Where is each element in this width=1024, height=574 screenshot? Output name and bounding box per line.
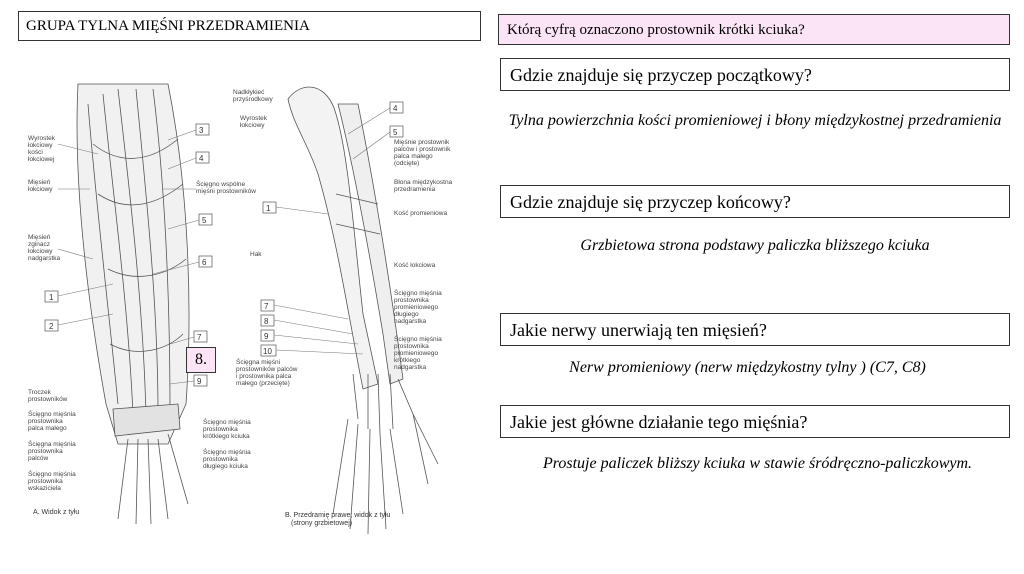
question-3: Jakie nerwy unerwiają ten mięsień?: [500, 313, 1010, 346]
caption-a: A. Widok z tyłu: [33, 509, 79, 516]
num-2-left: 2: [49, 322, 54, 331]
label-prostownika-1: prostownika: [28, 418, 63, 425]
num-3-left: 3: [199, 126, 204, 135]
highlighted-answer-box: 8.: [186, 347, 216, 373]
label-prostownika-r2: prostownika: [394, 343, 429, 350]
label-kosc-lokciowa: Kość łokciowa: [394, 262, 436, 269]
num-1-right: 1: [266, 204, 271, 213]
label-przedramienia: przedramienia: [394, 186, 436, 193]
forearm-figure: Wyrostek łokciowy kości łokciowej Mięsie…: [18, 44, 481, 560]
anatomy-illustration: Wyrostek łokciowy kości łokciowej Mięsie…: [18, 44, 481, 560]
main-question: Którą cyfrą oznaczono prostownik krótki …: [498, 14, 1010, 45]
num-10-right: 10: [263, 347, 272, 356]
label-promieniowego-r1: promieniowego: [394, 304, 438, 311]
label-nadklykiec: Nadkłykieć: [233, 89, 265, 96]
num-4-right: 4: [393, 104, 398, 113]
label-prostownika-r1: prostownika: [394, 297, 429, 304]
label-hak: Hak: [250, 251, 262, 258]
label-prostownikow-palcow: prostowników palców: [236, 366, 298, 373]
num-1-left: 1: [49, 293, 54, 302]
num-7-right: 7: [264, 302, 269, 311]
label-dlugiego-r1: długiego: [394, 311, 419, 318]
label-troczek: Troczek: [28, 389, 52, 396]
label-wyrostek-r: Wyrostek: [240, 115, 268, 122]
label-kosc-promieniowa: Kość promieniowa: [394, 210, 447, 217]
num-4-left: 4: [199, 154, 204, 163]
label-prostownika-d: prostownika: [203, 456, 238, 463]
label-lokciowy-r: łokciowy: [240, 122, 265, 129]
num-5-left: 5: [202, 216, 207, 225]
label-prostownika-2: prostownika: [28, 448, 63, 455]
label-przysrodkowy: przyśrodkowy: [233, 96, 273, 103]
caption-b1: B. Przedramię prawe; widok z tyłu: [285, 512, 391, 519]
answer-1: Tylna powierzchnia kości promieniowej i …: [505, 110, 1005, 132]
num-5-right: 5: [393, 128, 398, 137]
label-dlugiego-kciuka: długiego kciuka: [203, 463, 248, 470]
label-odciete: (odcięte): [394, 160, 419, 167]
label-nadgarstka-r1: nadgarstka: [394, 318, 427, 325]
label-miesien-2: Mięsień: [28, 234, 51, 241]
num-8-right: 8: [264, 317, 269, 326]
label-prostownika-3: prostownika: [28, 478, 63, 485]
label-lokciowy-2: łokciowy: [28, 186, 53, 193]
label-palcow-i: palców i prostownik: [394, 146, 451, 153]
num-9-right: 9: [264, 332, 269, 341]
label-prostownikow: prostowników: [28, 396, 68, 403]
left-labels: Wyrostek łokciowy kości łokciowej Mięsie…: [27, 135, 76, 492]
answer-3: Nerw promieniowy (nerw międzykostny tyln…: [505, 357, 990, 379]
label-blona: Błona międzykostna: [394, 179, 453, 186]
label-miesni-prostownikow: mięśni prostowników: [196, 188, 256, 195]
caption-b2: (strony grzbietowej): [291, 520, 352, 527]
label-sciegno-krotkiego: Ścięgno mięśnia: [203, 417, 251, 426]
label-palca-malego-r: palca małego: [394, 153, 433, 160]
label-miesien-1: Mięsień: [28, 179, 51, 186]
label-sciegno-1: Ścięgno mięśnia: [28, 409, 76, 418]
question-2: Gdzie znajduje się przyczep końcowy?: [500, 185, 1010, 218]
answer-4: Prostuje paliczek bliższy kciuka w stawi…: [535, 453, 980, 475]
label-prostownika-k: prostownika: [203, 426, 238, 433]
label-sciegno-r2: Ścięgno mięśnia: [394, 334, 442, 343]
answer-2: Grzbietowa strona podstawy paliczka bliż…: [505, 235, 1005, 257]
label-miesnie-prostownik: Mięśnie prostownik: [394, 139, 450, 146]
label-malego-przeciete: małego (przecięte): [236, 380, 290, 387]
label-lokciowej: łokciowej: [28, 156, 54, 163]
num-6-left: 6: [202, 258, 207, 267]
label-wskaziciela: wskaziciela: [27, 485, 61, 492]
label-lokciowy-3: łokciowy: [28, 248, 53, 255]
label-wyrostek: Wyrostek: [28, 135, 56, 142]
num-9-left: 9: [197, 377, 202, 386]
label-sciegno-wspolne: Ścięgno wspólne: [196, 179, 246, 188]
label-zginacz: zginacz: [28, 241, 50, 248]
question-4: Jakie jest główne działanie tego mięśnia…: [500, 405, 1010, 438]
label-sciegna: Ścięgna mięśnia: [28, 439, 76, 448]
slide-title: GRUPA TYLNA MIĘŚNI PRZEDRAMIENIA: [18, 11, 481, 41]
question-1: Gdzie znajduje się przyczep początkowy?: [500, 58, 1010, 91]
label-krotkiego-kciuka: krótkiego kciuka: [203, 433, 250, 440]
label-sciegno-dlugiego: Ścięgno mięśnia: [203, 447, 251, 456]
label-nadgarstka: nadgarstka: [28, 255, 61, 262]
label-lokciowy: łokciowy: [28, 142, 53, 149]
num-7-left: 7: [197, 333, 202, 342]
label-palca-malego: palca małego: [28, 425, 67, 432]
label-sciegna-miesni: Ścięgna mięśni: [236, 357, 280, 366]
label-sciegno-2: Ścięgno mięśnia: [28, 469, 76, 478]
forearm-posterior-view: [77, 84, 189, 524]
label-sciegno-r1: Ścięgno mięśnia: [394, 288, 442, 297]
label-nadgarstka-r2: nadgarstka: [394, 364, 427, 371]
label-krotkiego-r2: krótkiego: [394, 357, 421, 364]
label-kosci: kości: [28, 149, 43, 156]
label-i-prostownika: i prostownika palca: [236, 373, 292, 380]
label-palcow: palców: [28, 455, 49, 462]
label-promieniowego-r2: promieniowego: [394, 350, 438, 357]
